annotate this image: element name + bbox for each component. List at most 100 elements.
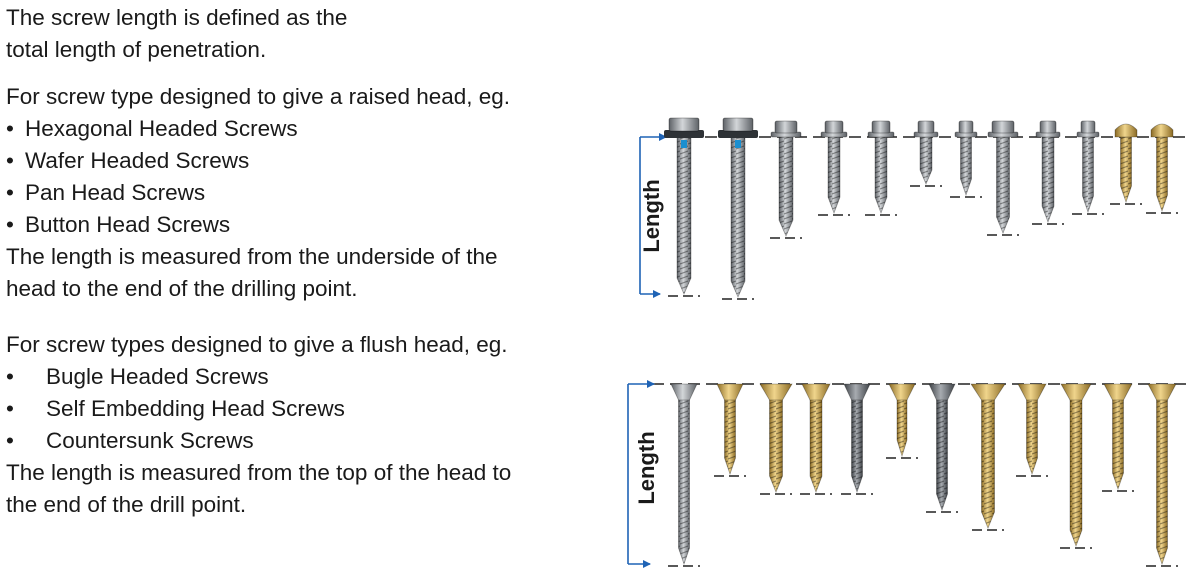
screw-thread: [1026, 398, 1038, 474]
list-item: • Hexagonal Headed Screws: [6, 113, 510, 145]
washer: [664, 130, 704, 138]
bullet: •: [6, 116, 14, 141]
hex-head: [871, 120, 891, 134]
flush-head-screw: [1060, 383, 1092, 548]
list-item-label: Button Head Screws: [25, 212, 231, 237]
flush-head-screw: [1017, 383, 1047, 476]
arrow-right-icon: [643, 560, 651, 568]
arrow-right-icon: [653, 290, 661, 298]
raised-head-screw: [664, 117, 704, 295]
screw-thread: [875, 137, 887, 213]
screw-thread: [851, 398, 863, 492]
screw-thread: [936, 398, 948, 510]
raised-head-screw: [1035, 120, 1061, 224]
arrow-right-icon: [647, 380, 655, 388]
raised-head-section: For screw type designed to give a raised…: [6, 81, 510, 305]
list-item-label: Wafer Headed Screws: [25, 148, 250, 173]
countersunk-head: [1017, 383, 1047, 401]
countersunk-head: [928, 383, 956, 401]
list-item-label: Countersunk Screws: [46, 428, 254, 453]
flush-head-screw: [888, 383, 916, 458]
screw-thread: [920, 137, 932, 184]
flush-head-screw: [759, 383, 793, 494]
button-head: [1150, 123, 1174, 138]
countersunk-head: [670, 383, 698, 401]
screw-thread: [769, 398, 783, 492]
screw-thread: [678, 398, 690, 564]
raised-head-lead: For screw type designed to give a raised…: [6, 84, 511, 109]
raised-head-screw: [1150, 123, 1174, 213]
screw-thread: [810, 398, 822, 492]
raised-head-screw: [770, 120, 802, 237]
screw-thread: [779, 137, 793, 236]
flush-head-screw: [970, 383, 1006, 530]
screw-thread: [1042, 137, 1054, 222]
raised-head-screw: [954, 120, 978, 197]
list-item-label: Hexagonal Headed Screws: [25, 116, 298, 141]
list-item: •Bugle Headed Screws: [6, 361, 511, 393]
flush-head-screw: [843, 383, 871, 494]
flush-head-section: For screw types designed to give a flush…: [6, 329, 511, 521]
countersunk-head: [843, 383, 871, 401]
hex-head: [824, 120, 844, 134]
hex-head: [1080, 120, 1096, 134]
length-label: Length: [639, 179, 664, 252]
bullet: •: [6, 428, 14, 453]
screw-thread: [1156, 137, 1168, 211]
arrow-right-icon: [659, 133, 667, 141]
raised-head-screw: [1076, 120, 1100, 214]
screw-thread: [996, 137, 1010, 233]
list-item-label: Bugle Headed Screws: [46, 364, 269, 389]
countersunk-head: [801, 383, 831, 401]
raised-head-screw: [718, 117, 758, 298]
intro-line-2: total length of penetration.: [6, 37, 267, 62]
raised-head-screw: [820, 120, 848, 215]
bullet: •: [6, 148, 14, 173]
flush-head-lead: For screw types designed to give a flush…: [6, 332, 508, 357]
countersunk-head: [1060, 383, 1092, 401]
raised-note-line-1: The length is measured from the undersid…: [6, 244, 498, 269]
intro-line-1: The screw length is defined as the: [6, 5, 348, 30]
screw-thread: [1112, 398, 1124, 489]
bullet: •: [6, 396, 14, 421]
screw-thread: [1120, 137, 1132, 202]
countersunk-head: [888, 383, 916, 401]
screw-thread: [828, 137, 840, 213]
flush-head-screw: [1103, 383, 1133, 491]
bullet: •: [6, 180, 14, 205]
list-item: • Self Embedding Head Screws: [6, 393, 511, 425]
hex-head: [1039, 120, 1057, 134]
countersunk-head: [716, 383, 744, 401]
list-item: • Button Head Screws: [6, 209, 510, 241]
flush-head-screw: [801, 383, 831, 494]
screw-thread: [724, 398, 736, 474]
list-item-label: Self Embedding Head Screws: [46, 396, 345, 421]
flush-note-line-1: The length is measured from the top of t…: [6, 460, 512, 485]
flush-head-screw: [1147, 383, 1177, 566]
countersunk-head: [1147, 383, 1177, 401]
flush-head-screw: [716, 383, 744, 476]
countersunk-head: [759, 383, 793, 401]
flush-head-screw: [670, 383, 698, 566]
hex-head: [668, 117, 700, 132]
screw-thread: [981, 398, 995, 528]
flush-head-screw: [928, 383, 956, 512]
list-item: • Pan Head Screws: [6, 177, 510, 209]
list-item-label: Pan Head Screws: [25, 180, 206, 205]
hex-head: [917, 120, 935, 134]
bullet: •: [6, 212, 14, 237]
screw-thread: [677, 137, 691, 294]
washer: [718, 130, 758, 138]
screw-thread: [1070, 398, 1082, 546]
seal: [735, 140, 741, 148]
raised-note-line-2: head to the end of the drilling point.: [6, 276, 358, 301]
raised-head-screw: [987, 120, 1019, 235]
seal: [681, 140, 687, 148]
screw-thread: [897, 398, 907, 456]
length-label: Length: [634, 431, 659, 504]
hex-head: [991, 120, 1015, 134]
flush-head-screws-panel: Length: [627, 380, 1189, 568]
raised-head-screws-panel: Length: [639, 117, 1189, 300]
flush-note-line-2: the end of the drill point.: [6, 492, 247, 517]
